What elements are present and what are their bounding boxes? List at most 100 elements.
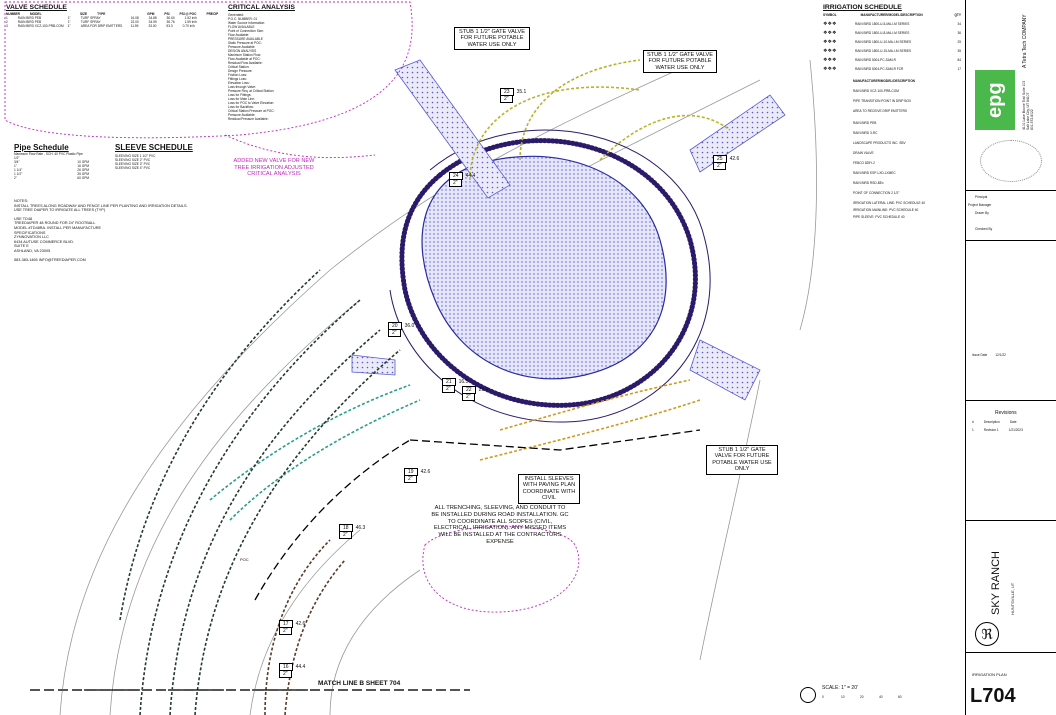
sleeve-schedule: SLEEVE SCHEDULE SLEEVING SIZE 1 1/2" PVC… xyxy=(115,143,205,170)
valve-tag-size: 2" xyxy=(500,96,513,103)
sprinkler-symbol-icon: ❖❖❖ xyxy=(823,57,837,63)
equipment-item: DRAIN VALVE xyxy=(853,151,874,155)
critical-analysis-line: Point of Connection Size: xyxy=(228,29,264,33)
tb-issue-label: Issue Date xyxy=(972,353,988,357)
irrigation-item-desc: RAIN BIRD 5004-PC-SAM-R xyxy=(855,58,896,62)
rev-row-date: 1/21/2023 xyxy=(1008,428,1023,432)
valve-cell: 1.52 in/h xyxy=(184,16,197,20)
valve-schedule-title: VALVE SCHEDULE xyxy=(6,4,67,11)
pipe-row: 1 1/4"26 GPM xyxy=(14,168,89,172)
critical-analysis-line: Fittings Loss: xyxy=(228,77,247,81)
valve-cell: 11.59 xyxy=(130,24,139,28)
irrigation-item-qty: 17 xyxy=(957,67,961,71)
callout-gate-valve-top: STUB 1 1/2" GATE VALVE FOR FUTURE POTABL… xyxy=(454,27,530,51)
valve-cell: 1" xyxy=(67,20,71,24)
company-name: epg design xyxy=(984,65,1046,130)
valve-cell: 1" xyxy=(67,24,71,28)
valve-tag-size: 2" xyxy=(713,163,726,170)
critical-analysis-line: Critical Station: xyxy=(228,65,250,69)
equipment-item: POINT OF CONNECTION 2 1/2" xyxy=(853,191,900,195)
line-legend: IRRIGATION LATERAL LINE: PVC SCHEDULE 40… xyxy=(823,201,961,219)
valve-tag-number: 17 xyxy=(279,620,293,628)
pipe-row: 1/2" xyxy=(14,156,89,160)
valve-cell: 50.76 xyxy=(166,20,175,24)
pipe-flow: 35 GPM xyxy=(77,172,89,176)
equipment-item: FEBCO 825Y-2 xyxy=(853,161,875,165)
valve-cell: 53.3 xyxy=(166,24,173,28)
zone-yellow xyxy=(469,59,731,181)
pipe-flow: 60 GPM xyxy=(77,176,89,180)
valve-cell: 34.99 xyxy=(148,20,157,24)
notes: NOTES: INSTALL TREES ALONG ROADWAY AND F… xyxy=(14,199,214,262)
notes-use-line: SUITE E xyxy=(14,244,29,249)
irrigation-item-desc: RAIN BIRD 1800-U-15-MA-I-M SERIES xyxy=(855,49,912,53)
valve-cell: 1" xyxy=(67,16,71,20)
valve-col-size: SIZE xyxy=(80,12,88,16)
critical-analysis-line: Pressure Available: xyxy=(228,113,256,117)
mainline xyxy=(60,429,701,691)
irr-col-qty: QTY xyxy=(954,13,961,17)
valve-tag-flow: 42.6 xyxy=(420,469,431,475)
pipe-row: 2"60 GPM xyxy=(14,176,89,180)
poc-label: POC xyxy=(240,557,249,562)
notes-use-line: 6434 AUTUSE COMMERCE BLVD. xyxy=(14,239,75,244)
irrigation-item-qty: 36 xyxy=(957,31,961,35)
callout-sleeves: INSTALL SLEEVES WITH PAVING PLAN COORDIN… xyxy=(518,474,580,504)
tb-issue-date: 12/1/22 xyxy=(995,353,1006,357)
irr-col-desc: MANUFACTURER/MODEL/DESCRIPTION xyxy=(860,13,923,17)
valve-tag-number: 23 xyxy=(500,88,514,96)
pipe-flow: 26 GPM xyxy=(77,168,89,172)
company-logo: epg design xyxy=(975,66,1046,130)
critical-analysis-line: Water Source Information: xyxy=(228,21,266,25)
equipment-item: RAIN BIRD 3-RC xyxy=(853,131,878,135)
irrigation-item-desc: RAIN BIRD 5004-PC-SAM-R FCR xyxy=(855,67,904,71)
valve-cell: 0.70 in/h xyxy=(182,24,195,28)
valve-tag-number: 20 xyxy=(388,322,402,330)
notes-contact: 583-383-1465 INFO@TREEDIAPER.COM xyxy=(14,257,86,262)
line-legend-item: IRRIGATION MAINLINE: PVC SCHEDULE 40 xyxy=(853,208,919,212)
sleeve-row: SLEEVING SIZE 3" PVC xyxy=(115,162,151,166)
title-block xyxy=(965,0,1056,715)
valve-cell: 16.08 xyxy=(130,16,139,20)
critical-analysis-line: Residual Pressure Available: xyxy=(228,117,269,121)
irrigation-item-desc: RAIN BIRD 1800-U-10-MA-I-M SERIES xyxy=(855,40,912,44)
valve-tag-number: 22 xyxy=(462,386,476,394)
valve-tag-flow: 29.4 xyxy=(478,387,489,393)
sleeve-row: SLEEVING SIZE 1 1/2" PVC xyxy=(115,154,156,158)
notes-use-line: TREEDIAPER 48 ROUND FOR 24" ROOTBALL xyxy=(14,221,96,226)
pipe-schedule-title: Pipe Schedule xyxy=(14,143,69,152)
equipment-item: LANDSCAPE PRODUCTS INC. SBV xyxy=(853,141,906,145)
tb-principal-row: Principal xyxy=(975,195,987,199)
pipe-row: 1 1/2"35 GPM xyxy=(14,172,89,176)
irrigation-plan-drawing xyxy=(4,1,817,715)
pipe-row: 3/4"10 GPM xyxy=(14,160,89,164)
critical-analysis-line: PRESSURE AVAILABLE xyxy=(228,37,263,41)
callout-added-valve: ADDED NEW VALVE FOR NEW TREE IRRIGATION … xyxy=(233,158,315,177)
zone-orange xyxy=(479,379,701,461)
equipment-item: RAIN BIRD ESP-LXD-LXMEC xyxy=(853,171,896,175)
line-legend-item: IRRIGATION LATERAL LINE: PVC SCHEDULE 40 xyxy=(853,201,926,205)
rev-col-date: Date xyxy=(1009,420,1017,424)
tb-drawn-label: Drawn By xyxy=(975,211,989,215)
valve-tag-number: 21 xyxy=(442,378,456,386)
critical-analysis-line: Loss for Main Line: xyxy=(228,97,255,101)
critical-analysis-line: FLOW AVAILABLE xyxy=(228,25,255,29)
valve-col-model: MODEL xyxy=(30,12,42,16)
sheet-number: L704 xyxy=(970,685,1016,707)
tb-checked-label: Checked By xyxy=(975,227,993,231)
sprinkler-symbol-icon: ❖❖❖ xyxy=(823,48,837,54)
valve-cell: 50.60 xyxy=(166,16,175,20)
valve-cell: TURF SPRAY xyxy=(80,16,101,20)
tb-sep-4 xyxy=(965,520,1056,521)
pipe-schedule-subtitle: Maximum Flow Rate - SCH. 40 PVC Plastic … xyxy=(14,152,83,156)
north-arrow-icon xyxy=(800,687,816,703)
